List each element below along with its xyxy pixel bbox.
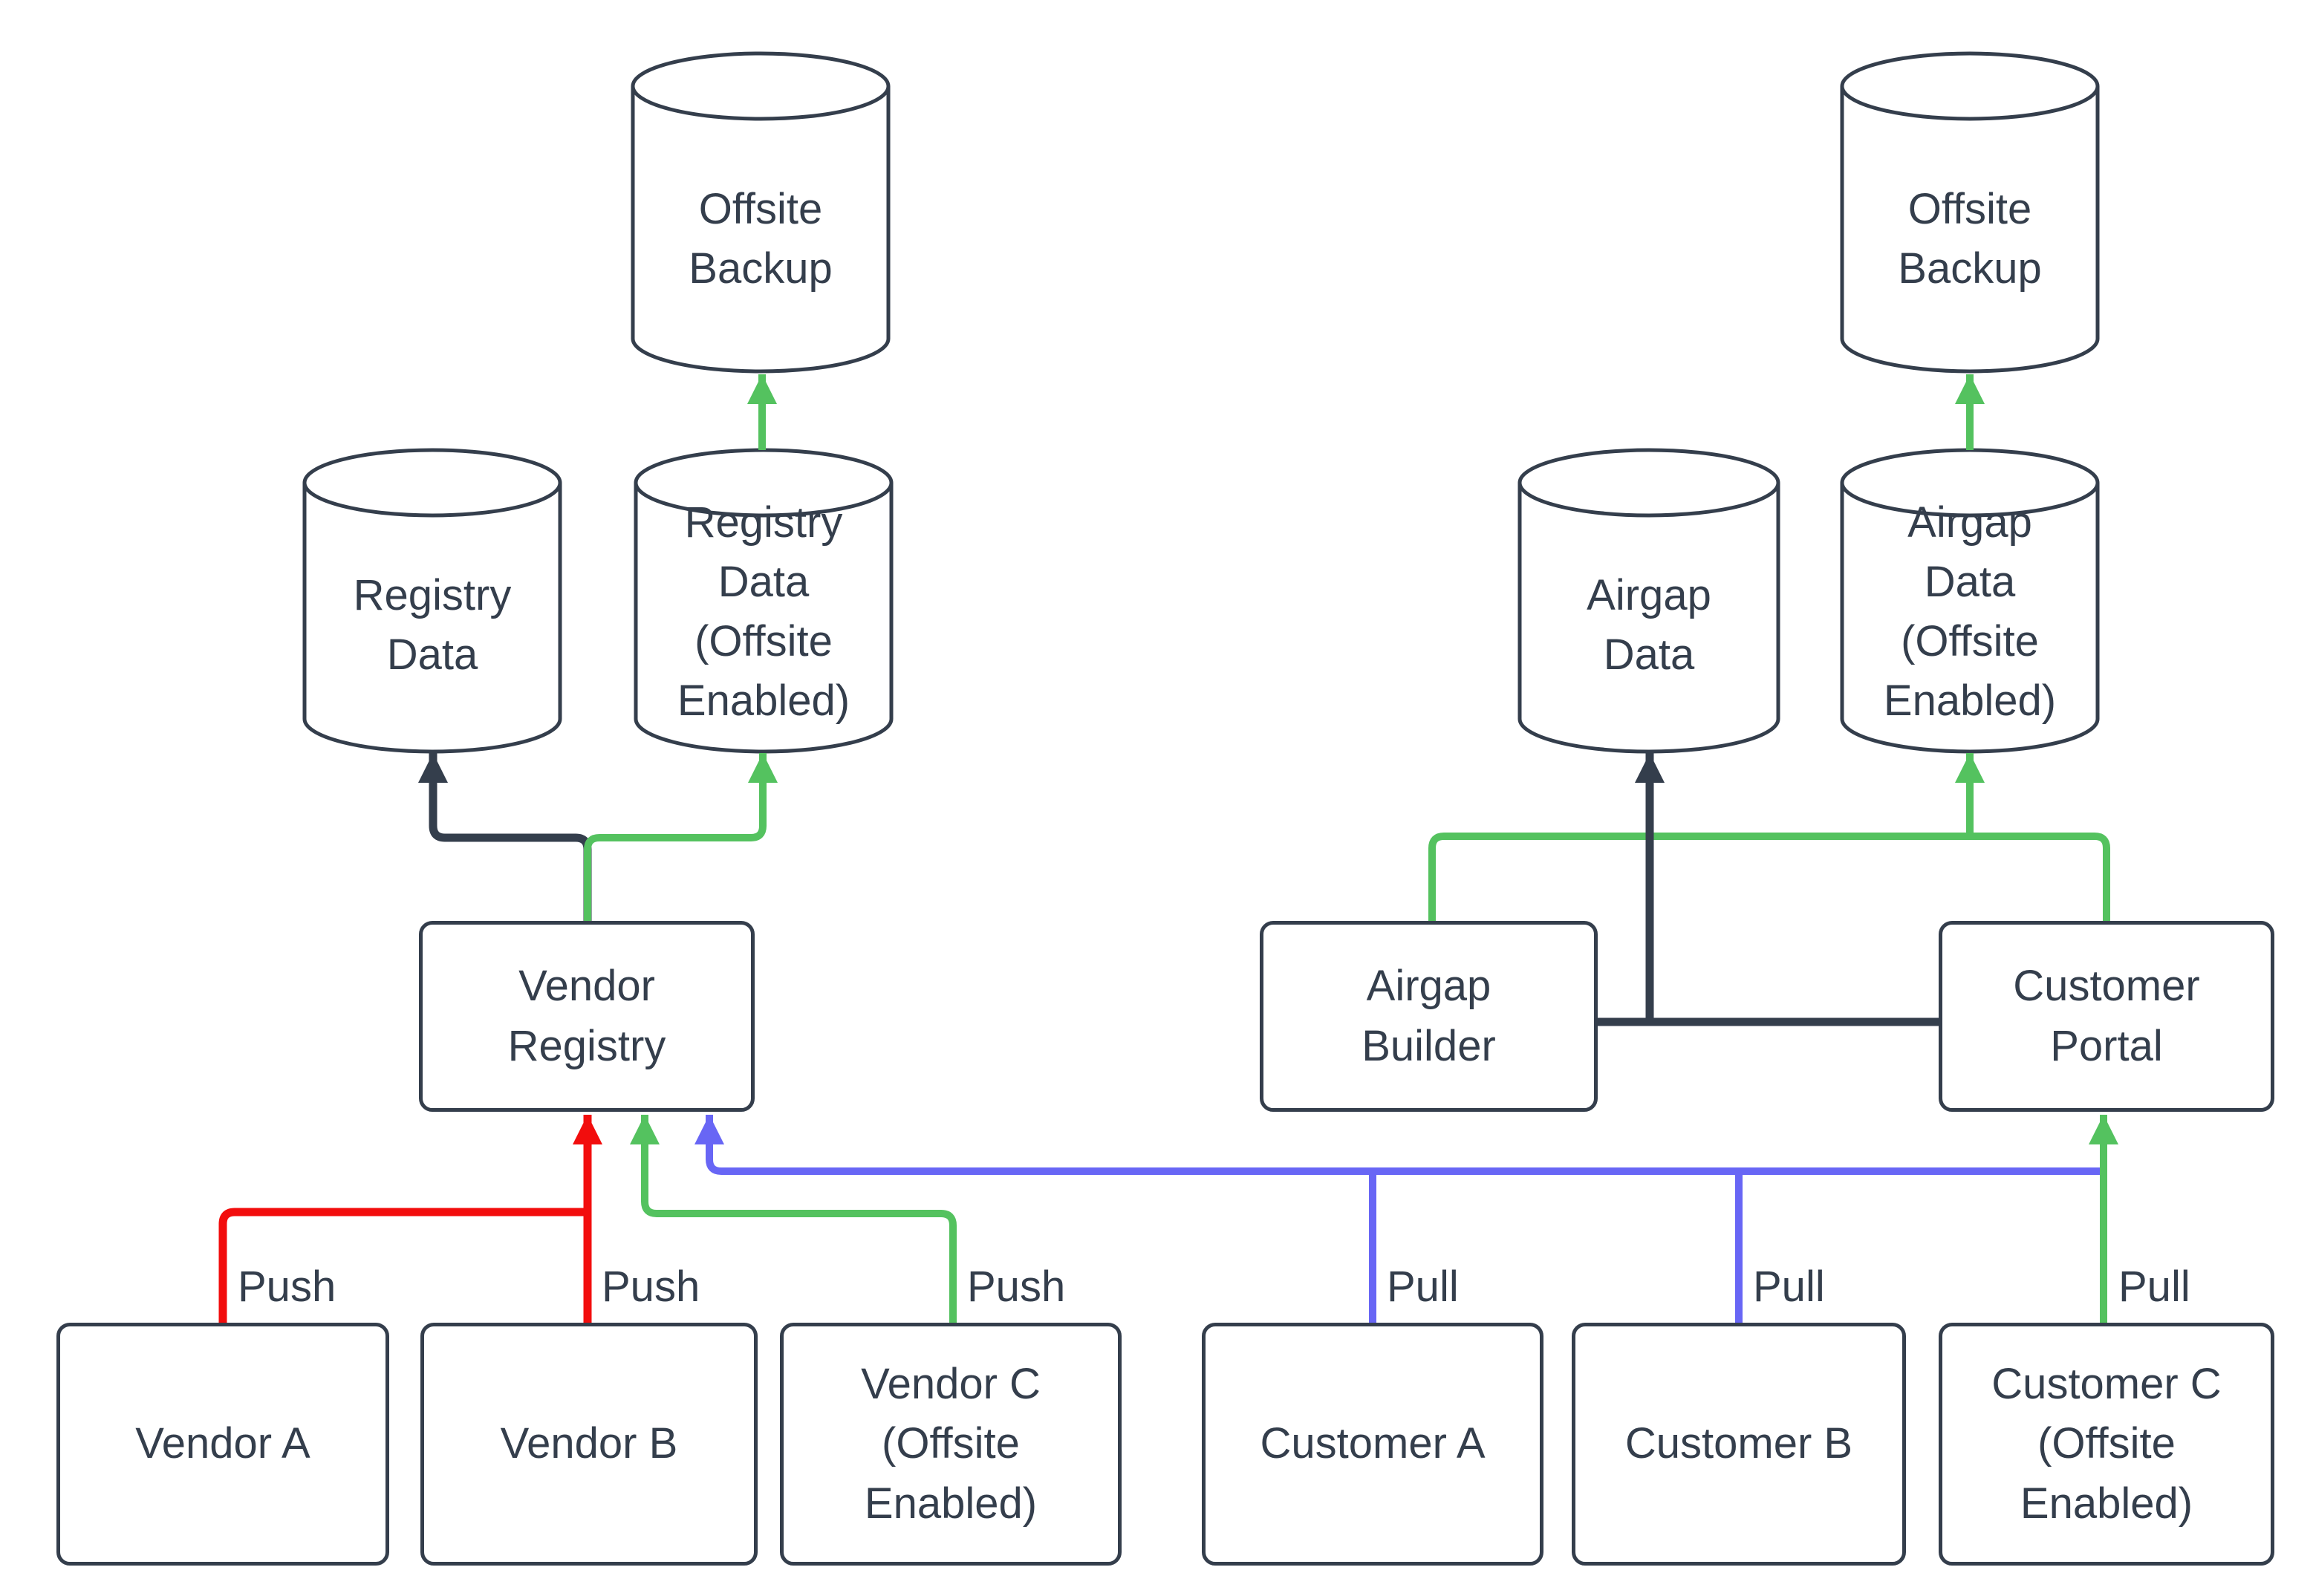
edge-vendor-registry-to-registry-data bbox=[418, 753, 592, 921]
cylinder-label-offsite-backup-left: Offsite Backup bbox=[689, 185, 833, 293]
cylinder-airgap-data-offsite bbox=[1840, 448, 2100, 754]
node-customer-c: Customer C (Offsite Enabled) bbox=[1939, 1323, 2274, 1566]
node-label-vendor-c: Vendor C (Offsite Enabled) bbox=[861, 1360, 1041, 1528]
node-label-airgap-builder: Airgap Builder bbox=[1362, 962, 1496, 1070]
cylinder-registry-data-offsite bbox=[634, 448, 894, 754]
edge-label-pull-customer-c: Pull bbox=[2118, 1263, 2190, 1311]
edge-blue-trunk-to-vendor-registry bbox=[694, 1115, 2102, 1175]
edge-label-pull-customer-b: Pull bbox=[1753, 1263, 1825, 1311]
cylinder-airgap-data bbox=[1517, 448, 1780, 754]
edge-vendor-registry-to-registry-data-offsite bbox=[584, 753, 778, 921]
node-customer-portal: Customer Portal bbox=[1939, 921, 2274, 1112]
node-label-customer-a: Customer A bbox=[1260, 1419, 1486, 1468]
cylinder-offsite-backup-right bbox=[1840, 51, 2100, 374]
edge-label-push-vendor-b: Push bbox=[602, 1263, 700, 1311]
node-label-customer-portal: Customer Portal bbox=[2013, 962, 2200, 1070]
node-label-customer-b: Customer B bbox=[1624, 1419, 1853, 1468]
edge-vendor-a-branch bbox=[218, 1208, 588, 1323]
node-airgap-builder: Airgap Builder bbox=[1260, 921, 1598, 1112]
node-label-vendor-a: Vendor A bbox=[135, 1419, 310, 1468]
node-vendor-a: Vendor A bbox=[56, 1323, 389, 1566]
node-vendor-b: Vendor B bbox=[420, 1323, 758, 1566]
edge-label-pull-customer-a: Pull bbox=[1387, 1263, 1459, 1311]
node-vendor-registry: Vendor Registry bbox=[419, 921, 755, 1112]
cylinder-registry-data bbox=[302, 448, 562, 754]
node-label-vendor-registry: Vendor Registry bbox=[507, 962, 666, 1070]
cylinder-offsite-backup-left bbox=[631, 51, 891, 374]
cylinder-label-registry-data: Registry Data bbox=[353, 571, 512, 680]
edge-airgap-builder-customer-portal-green-trunk bbox=[1428, 833, 2110, 921]
cylinder-label-offsite-backup-right: Offsite Backup bbox=[1898, 185, 2042, 293]
edge-vendor-c-to-vendor-registry bbox=[630, 1115, 957, 1323]
node-label-vendor-b: Vendor B bbox=[500, 1419, 678, 1468]
cylinder-label-registry-data-offsite: Registry Data (Offsite Enabled) bbox=[677, 498, 850, 726]
node-customer-a: Customer A bbox=[1202, 1323, 1543, 1566]
edge-label-push-vendor-c: Push bbox=[967, 1263, 1066, 1311]
node-vendor-c: Vendor C (Offsite Enabled) bbox=[780, 1323, 1122, 1566]
cylinder-label-airgap-data-offsite: Airgap Data (Offsite Enabled) bbox=[1883, 498, 2057, 726]
cylinder-label-airgap-data: Airgap Data bbox=[1587, 571, 1711, 680]
node-label-customer-c: Customer C (Offsite Enabled) bbox=[1991, 1360, 2222, 1528]
node-customer-b: Customer B bbox=[1572, 1323, 1906, 1566]
edge-label-push-vendor-a: Push bbox=[238, 1263, 336, 1311]
